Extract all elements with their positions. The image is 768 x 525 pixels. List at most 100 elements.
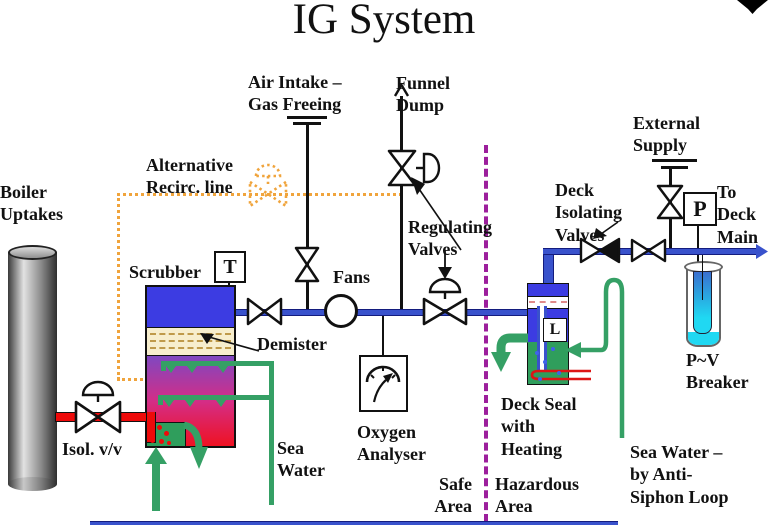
funnel-dump-pipe: [400, 96, 403, 311]
label-pv-breaker: P~V Breaker: [686, 350, 749, 393]
temperature-sensor-label: T: [223, 255, 237, 278]
label-alt-recirc: Alternative Recirc. line: [146, 155, 233, 198]
level-sensor-label: L: [549, 321, 561, 338]
soot-particle: [164, 431, 169, 436]
band-dashes: [529, 301, 567, 303]
water-drop: [535, 351, 539, 355]
label-sea-water-loop: Sea Water – by Anti- Siphon Loop: [630, 442, 729, 507]
funnel-dump-valve-actuator-icon: [416, 152, 441, 184]
area-boundary-line: [484, 145, 488, 522]
recirc-line-horizontal: [117, 193, 402, 196]
pressure-sensor: P: [683, 192, 717, 226]
label-to-deck-main: To Deck Main: [717, 182, 759, 247]
external-supply-valve-icon: [656, 184, 684, 220]
level-sensor: L: [543, 318, 567, 342]
bottom-edge-line: [90, 521, 618, 525]
spray-nozzle: [166, 366, 176, 373]
external-supply-symbol: [652, 159, 697, 162]
spray-pipe-end: [161, 361, 166, 371]
isolating-valve-icon: [74, 400, 122, 434]
fan-icon: [324, 294, 358, 328]
label-funnel-dump: Funnel Dump: [396, 73, 451, 116]
sea-water-spray-pipe-upper: [161, 361, 273, 366]
demister-dashes: [150, 333, 231, 335]
sea-water-inlet-arrow: [145, 447, 167, 511]
recirc-line-horizontal2: [117, 378, 148, 381]
spray-nozzle: [185, 400, 195, 407]
regulating-valve-actuator-icon: [428, 277, 462, 299]
spray-nozzle: [187, 366, 197, 373]
label-safe-area: Safe Area: [434, 474, 472, 517]
soot-particle: [150, 438, 155, 443]
scrubber-gas-space: [147, 287, 234, 327]
funnel-dump-valve-icon: [387, 149, 417, 187]
pressure-sensor-label: P: [693, 196, 707, 221]
deck-seal-heater-coil-icon: [530, 369, 591, 381]
scrubber-demister-bed: [147, 327, 234, 356]
label-deck-seal: Deck Seal with Heating: [501, 394, 577, 459]
label-air-intake: Air Intake – Gas Freeing: [248, 72, 342, 115]
water-drop: [538, 377, 542, 381]
corner-clipart-icon: [737, 0, 768, 14]
label-oxygen-analyser: Oxygen Analyser: [357, 422, 426, 465]
air-intake-valve-icon: [294, 246, 320, 283]
scrubber-drain-arrow: [183, 421, 208, 469]
spray-nozzle: [218, 366, 228, 373]
deck-main-arrow: [756, 244, 768, 259]
pv-breaker-liquid: [688, 332, 719, 345]
external-supply-symbol-lower: [661, 166, 688, 169]
funnel-dump-arrow: [393, 82, 410, 97]
water-drop: [557, 371, 561, 375]
label-isolating-valve: Isol. v/v: [62, 439, 123, 459]
regulating-pointer-arrow-down: [438, 250, 452, 279]
sea-water-supply-pipe: [269, 361, 274, 505]
isolating-valve-actuator-icon: [81, 380, 115, 402]
label-sea-water: Sea Water: [277, 438, 325, 481]
demister-dashes: [150, 347, 231, 349]
label-external-supply: External Supply: [633, 113, 700, 156]
label-regulating-valves: Regulating Valves: [408, 217, 493, 260]
demister-pointer-arrow: [200, 333, 260, 352]
regulating-pointer-arrow-up: [411, 177, 462, 251]
soot-particle: [157, 425, 162, 430]
demister-dashes: [150, 340, 231, 342]
label-demister: Demister: [257, 334, 327, 354]
deck-seal-riser: [543, 250, 554, 286]
deck-isolating-valve2-icon: [630, 238, 667, 263]
soot-particle: [159, 439, 164, 444]
deck-valves-pointer-arrow: [593, 221, 619, 239]
air-intake-pipe: [306, 125, 309, 311]
anti-siphon-loop-pipe: [565, 277, 625, 438]
recirc-dotted-valve-icon: [248, 163, 288, 209]
oxygen-analyser-stem: [382, 314, 384, 356]
water-drop: [543, 360, 547, 364]
water-drop: [551, 347, 555, 351]
air-intake-symbol: [287, 116, 327, 119]
boiler-uptake-stack: [8, 252, 57, 484]
spray-nozzle: [164, 400, 174, 407]
label-scrubber: Scrubber: [129, 262, 201, 282]
temperature-sensor: T: [214, 251, 246, 283]
sea-water-spray-pipe-lower: [158, 395, 273, 400]
spray-pipe-end: [158, 395, 163, 405]
label-boiler-uptakes: Boiler Uptakes: [0, 182, 64, 225]
pv-breaker-stem: [701, 255, 703, 300]
page-title: IG System: [292, 0, 476, 43]
deck-seal-demister-band: [528, 296, 568, 309]
oxygen-analyser-gauge-icon: [365, 365, 401, 403]
label-fans: Fans: [333, 267, 371, 287]
spray-nozzle: [216, 400, 226, 407]
label-deck-isolating-valves: Deck Isolating Valves: [555, 180, 623, 245]
deck-isolating-valve-icon: [579, 237, 621, 264]
boiler-uptake-stack-top: [8, 245, 57, 260]
soot-particle: [149, 430, 154, 435]
recirc-line-vertical: [117, 193, 120, 380]
scrubber-outlet-valve-icon: [246, 297, 283, 326]
main-ig-line: [236, 309, 547, 316]
soot-particle: [167, 441, 171, 445]
label-hazardous-area: Hazardous Area: [495, 474, 580, 517]
deck-seal-overflow-arrow: [491, 333, 528, 372]
boiler-uptake-stack-bottom: [8, 477, 57, 491]
regulating-valve-icon: [422, 297, 468, 326]
